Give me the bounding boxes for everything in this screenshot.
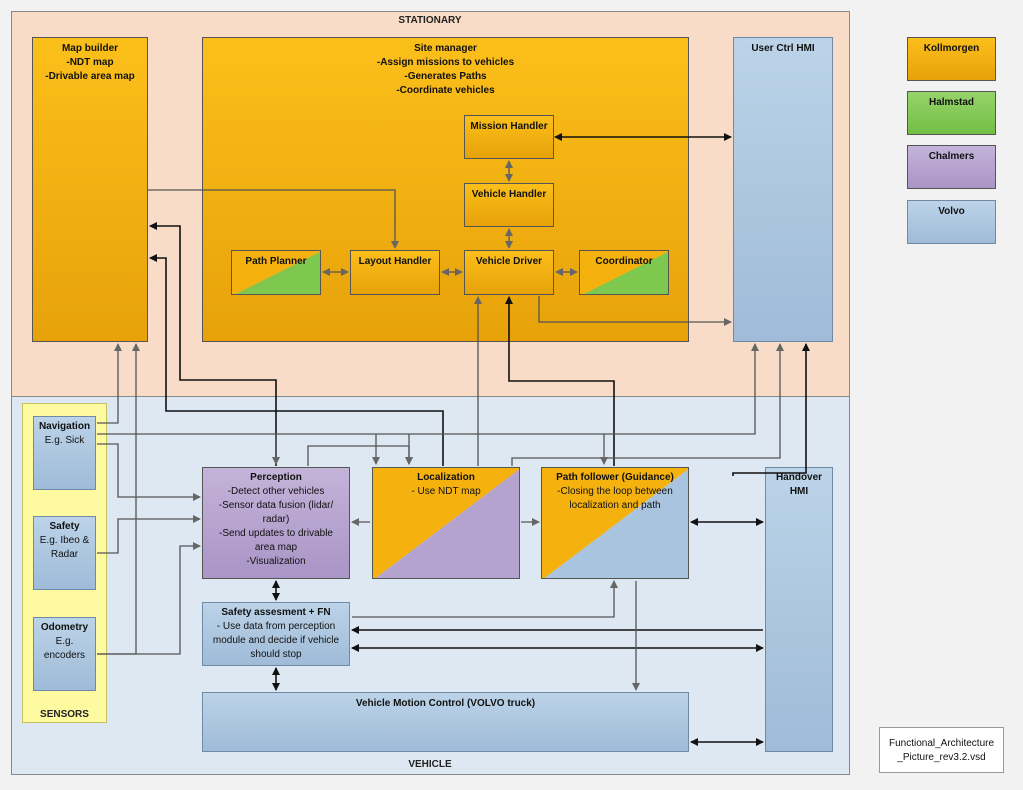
vehicle-driver-title: Vehicle Driver bbox=[475, 256, 543, 267]
safety-assessment-line-1: - Use data from perception bbox=[216, 621, 336, 632]
legend-volvo-label: Volvo bbox=[938, 206, 965, 217]
map-builder-block[interactable]: Map builder -NDT map -Drivable area map bbox=[32, 37, 148, 342]
vehicle-title: VEHICLE bbox=[408, 759, 452, 770]
path-follower-split bbox=[542, 468, 688, 578]
vehicle-handler-title: Vehicle Handler bbox=[471, 189, 547, 200]
odometry-block[interactable]: Odometry E.g. encoders bbox=[33, 617, 96, 691]
user-ctrl-hmi-title: User Ctrl HMI bbox=[751, 43, 815, 54]
perception-line-5: area map bbox=[254, 542, 298, 553]
safety-sensor-block[interactable]: Safety E.g. Ibeo & Radar bbox=[33, 516, 96, 590]
mission-handler-block[interactable]: Mission Handler bbox=[464, 115, 554, 159]
perception-line-2: -Sensor data fusion (lidar/ bbox=[218, 500, 334, 511]
safety-assessment-title: Safety assesment + FN bbox=[221, 607, 331, 618]
vehicle-driver-block[interactable]: Vehicle Driver bbox=[464, 250, 554, 295]
site-manager-line-3: -Coordinate vehicles bbox=[396, 85, 495, 96]
localization-line-1: - Use NDT map bbox=[411, 486, 481, 497]
file-label-box: Functional_Architecture _Picture_rev3.2.… bbox=[879, 727, 1004, 773]
vehicle-motion-title: Vehicle Motion Control (VOLVO truck) bbox=[355, 698, 536, 709]
perception-line-4: -Send updates to drivable bbox=[219, 528, 333, 539]
path-planner-title: Path Planner bbox=[245, 256, 307, 267]
legend-halmstad-label: Halmstad bbox=[928, 97, 974, 108]
coordinator-title: Coordinator bbox=[595, 256, 653, 267]
map-builder-line-1: -NDT map bbox=[66, 57, 114, 68]
navigation-line-1: E.g. Sick bbox=[44, 435, 85, 446]
sensors-title: SENSORS bbox=[40, 709, 89, 720]
stationary-title: STATIONARY bbox=[398, 15, 462, 26]
handover-hmi-line-1: HMI bbox=[789, 486, 809, 497]
perception-block[interactable]: Perception -Detect other vehicles -Senso… bbox=[202, 467, 350, 579]
localization-split bbox=[373, 468, 519, 578]
path-follower-title: Path follower (Guidance) bbox=[556, 472, 674, 483]
mission-handler-title: Mission Handler bbox=[470, 121, 548, 132]
user-ctrl-hmi-block[interactable]: User Ctrl HMI bbox=[733, 37, 833, 342]
odometry-line-2: encoders bbox=[43, 650, 86, 661]
legend-chalmers: Chalmers bbox=[907, 145, 996, 189]
safety-sensor-line-1: E.g. Ibeo & bbox=[39, 535, 90, 546]
legend-kollmorgen: Kollmorgen bbox=[907, 37, 996, 81]
path-follower-block[interactable]: Path follower (Guidance) -Closing the lo… bbox=[541, 467, 689, 579]
site-manager-line-2: -Generates Paths bbox=[404, 71, 487, 82]
legend-chalmers-label: Chalmers bbox=[928, 151, 975, 162]
file-label-line-1: Functional_Architecture bbox=[888, 738, 995, 749]
site-manager-title: Site manager bbox=[414, 43, 477, 54]
navigation-title: Navigation bbox=[38, 421, 91, 432]
layout-handler-block[interactable]: Layout Handler bbox=[350, 250, 440, 295]
odometry-title: Odometry bbox=[40, 622, 89, 633]
navigation-block[interactable]: Navigation E.g. Sick bbox=[33, 416, 96, 490]
perception-line-3: radar) bbox=[262, 514, 290, 525]
path-follower-line-1: -Closing the loop between bbox=[557, 486, 673, 497]
path-planner-block[interactable]: Path Planner bbox=[231, 250, 321, 295]
legend-halmstad: Halmstad bbox=[907, 91, 996, 135]
safety-assessment-line-2: module and decide if vehicle bbox=[212, 635, 340, 646]
handover-hmi-title: Handover bbox=[775, 472, 823, 483]
vehicle-handler-block[interactable]: Vehicle Handler bbox=[464, 183, 554, 227]
map-builder-line-2: -Drivable area map bbox=[45, 71, 135, 82]
legend-kollmorgen-label: Kollmorgen bbox=[923, 43, 980, 54]
localization-title: Localization bbox=[417, 472, 475, 483]
localization-block[interactable]: Localization - Use NDT map bbox=[372, 467, 520, 579]
map-builder-title: Map builder bbox=[61, 43, 119, 54]
file-label-line-2: _Picture_rev3.2.vsd bbox=[897, 752, 986, 763]
vehicle-motion-block[interactable]: Vehicle Motion Control (VOLVO truck) bbox=[202, 692, 689, 752]
safety-assessment-line-3: should stop bbox=[250, 649, 302, 660]
path-follower-line-2: localization and path bbox=[569, 500, 661, 511]
layout-handler-title: Layout Handler bbox=[358, 256, 432, 267]
coordinator-block[interactable]: Coordinator bbox=[579, 250, 669, 295]
safety-assessment-block[interactable]: Safety assesment + FN - Use data from pe… bbox=[202, 602, 350, 666]
coordinator-split bbox=[580, 251, 668, 294]
odometry-line-1: E.g. bbox=[55, 636, 74, 647]
safety-sensor-title: Safety bbox=[49, 521, 80, 532]
handover-hmi-block[interactable]: Handover HMI bbox=[765, 467, 833, 752]
site-manager-block[interactable]: Site manager -Assign missions to vehicle… bbox=[202, 37, 689, 342]
perception-line-1: -Detect other vehicles bbox=[227, 486, 325, 497]
site-manager-line-1: -Assign missions to vehicles bbox=[376, 57, 515, 68]
legend-volvo: Volvo bbox=[907, 200, 996, 244]
perception-line-6: -Visualization bbox=[246, 556, 306, 567]
safety-sensor-line-2: Radar bbox=[50, 549, 79, 560]
perception-title: Perception bbox=[250, 472, 302, 483]
